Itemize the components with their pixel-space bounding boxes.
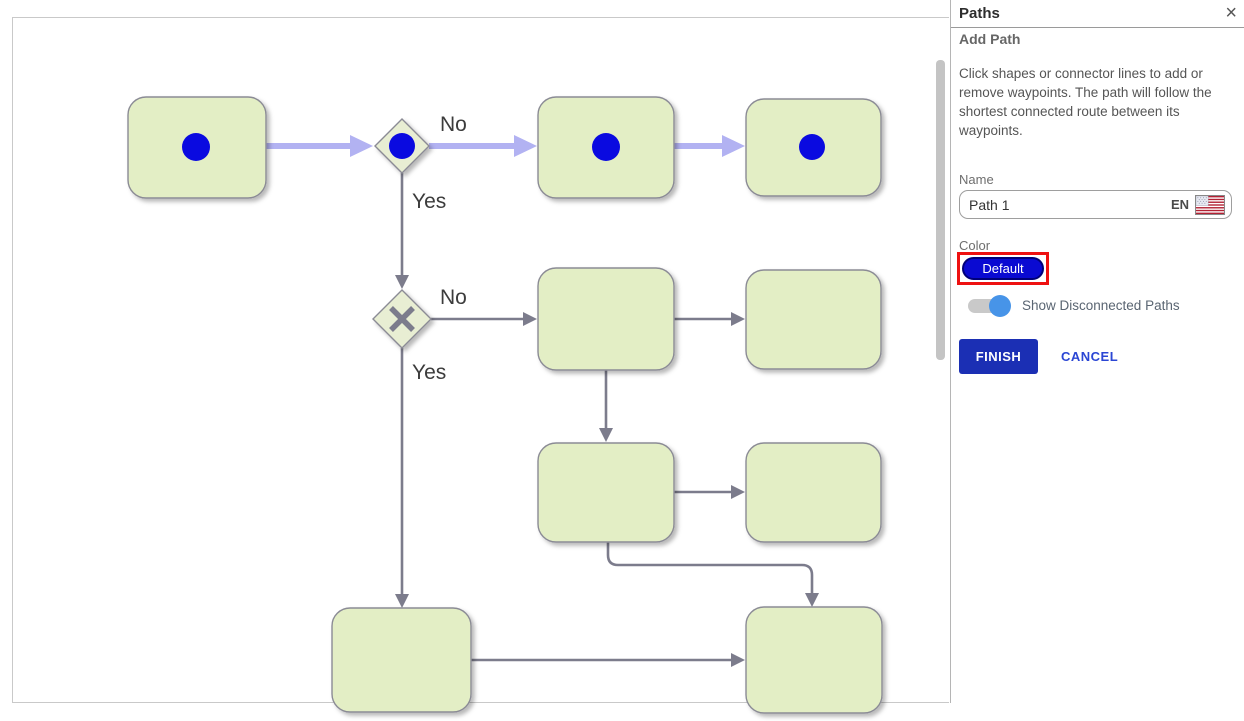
- waypoint-dot: [389, 133, 415, 159]
- task-node-4[interactable]: [537, 267, 675, 371]
- panel-title: Paths: [959, 5, 1000, 22]
- color-selection-outline: Default: [957, 252, 1049, 285]
- disconnected-paths-toggle-row: Show Disconnected Paths: [959, 295, 1180, 317]
- x-gateway-icon: [389, 306, 415, 332]
- path-name-input[interactable]: [969, 196, 1171, 213]
- task-node-6[interactable]: [537, 442, 675, 543]
- task-node-7[interactable]: [745, 442, 882, 543]
- highlighted-path-connectors[interactable]: [266, 135, 745, 157]
- connector-lines[interactable]: [395, 173, 819, 667]
- canvas-scrollbar-thumb[interactable]: [936, 60, 945, 360]
- color-default-button[interactable]: Default: [962, 257, 1044, 280]
- toggle-knob[interactable]: [989, 295, 1011, 317]
- show-disconnected-toggle[interactable]: [968, 295, 1011, 317]
- paths-panel: Paths × Add Path Click shapes or connect…: [950, 0, 1244, 703]
- color-field-label: Color: [959, 238, 991, 253]
- edge-label-yes-2: Yes: [412, 361, 446, 384]
- edge-label-yes-1: Yes: [412, 190, 446, 213]
- task-node-8[interactable]: [331, 607, 472, 713]
- edge-label-no-2: No: [440, 286, 467, 309]
- waypoint-markers: [182, 133, 825, 161]
- toggle-label: Show Disconnected Paths: [1022, 298, 1180, 313]
- language-code-label: EN: [1170, 197, 1189, 212]
- panel-description: Click shapes or connector lines to add o…: [959, 66, 1212, 138]
- waypoint-dot: [182, 133, 210, 161]
- flow-nodes[interactable]: [127, 96, 883, 714]
- name-field-label: Name: [959, 172, 994, 187]
- close-icon[interactable]: ×: [1225, 2, 1237, 24]
- section-title: Add Path: [959, 31, 1021, 47]
- task-node-5[interactable]: [745, 269, 882, 370]
- waypoint-dot: [799, 134, 825, 160]
- us-flag-icon[interactable]: [1195, 194, 1225, 215]
- finish-button[interactable]: FINISH: [959, 339, 1038, 374]
- panel-header: Paths ×: [951, 0, 1244, 28]
- flowchart-svg: No Yes No Yes: [127, 96, 883, 714]
- edge-label-no-1: No: [440, 113, 467, 136]
- waypoint-dot: [592, 133, 620, 161]
- diagram-canvas[interactable]: No Yes No Yes: [12, 17, 949, 714]
- name-input-wrapper: EN: [959, 190, 1232, 219]
- task-node-9[interactable]: [745, 606, 883, 714]
- cancel-button[interactable]: CANCEL: [1061, 349, 1119, 364]
